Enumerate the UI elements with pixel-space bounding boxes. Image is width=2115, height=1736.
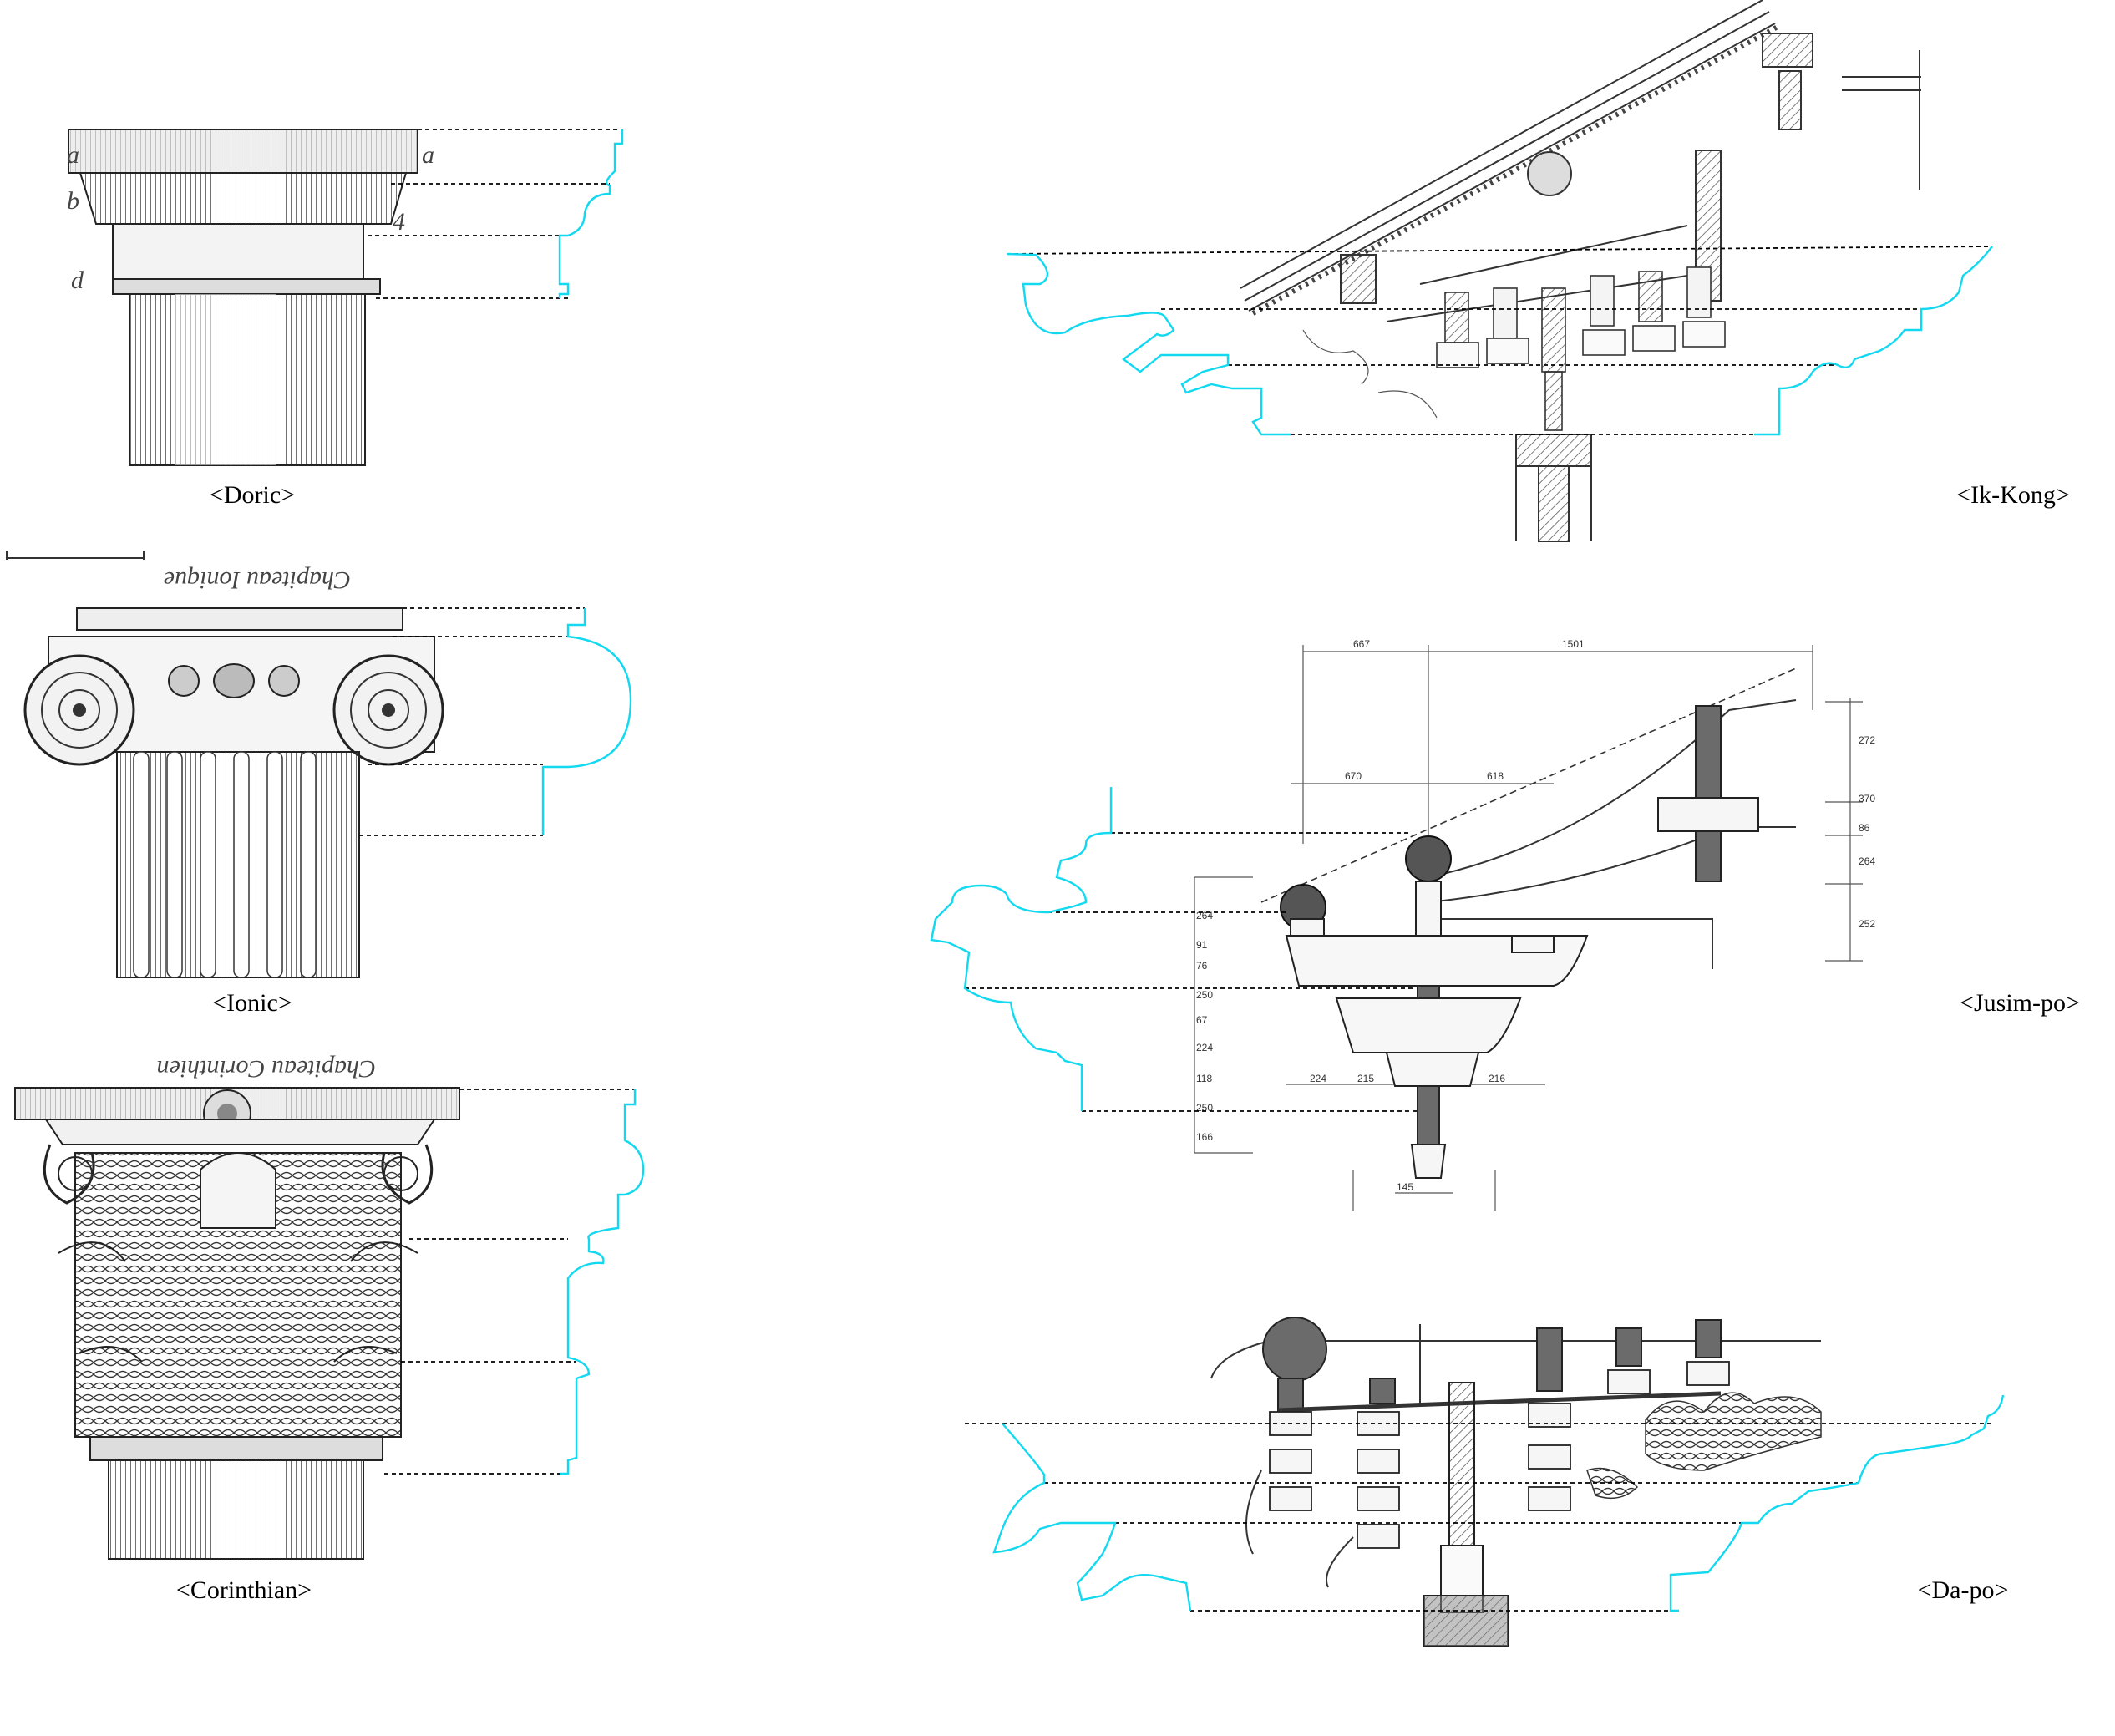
doric-panel: a b d a 4 [67,129,624,466]
jusim-po-bracket-drawing [1260,667,1797,1179]
dim-left-5: 67 [1196,1014,1208,1026]
ionic-capital-engraving [23,607,444,978]
caption-corinthian: <Corinthian> [176,1576,312,1604]
ik-kong-guide-lines [1006,246,1993,435]
ionic-moulding-profile [541,608,632,835]
jusim-po-guide-lines [965,832,1420,1112]
dim-bot-4: 145 [1397,1181,1413,1193]
corinthian-capital-engraving [14,1087,460,1560]
ik-kong-right-profile [1754,246,1993,436]
da-po-panel [965,1317,2005,1647]
dim-right-4: 264 [1859,855,1875,867]
dim-left-2: 91 [1196,939,1208,951]
dim-left-4: 250 [1196,989,1213,1001]
doric-guide-lines [368,129,622,299]
caption-doric: <Doric> [210,481,295,509]
caption-jusim-po: <Jusim-po> [1960,989,2080,1017]
ionic-scale-bar [6,551,145,560]
dim-left-8: 250 [1196,1102,1213,1114]
da-po-right-profile [1669,1394,2005,1612]
ionic-guide-lines [359,607,585,836]
doric-capital-engraving: a b d a 4 [67,129,434,466]
dim-bot-3: 216 [1489,1073,1505,1084]
dim-mid-1: 670 [1345,770,1362,782]
ionic-engraving-header: Chapiteau Ionique [164,566,351,594]
svg-text:a: a [422,141,434,169]
dim-bot-2: 215 [1357,1073,1374,1084]
jusim-po-panel: 667 1501 670 618 224 215 216 145 272 370… [930,638,1875,1211]
dim-right-5: 252 [1859,918,1875,930]
dim-right-1: 272 [1859,734,1875,746]
svg-text:b: b [67,187,79,215]
corinthian-engraving-header: Chapiteau Corinthien [157,1055,377,1083]
caption-da-po: <Da-po> [1918,1576,2009,1604]
corinthian-panel: Chapiteau Corinthien [14,1055,645,1560]
svg-text:d: d [71,266,84,294]
dim-top-1: 667 [1353,638,1370,650]
caption-ik-kong: <Ik-Kong> [1956,481,2069,509]
dim-top-2: 1501 [1562,638,1585,650]
ik-kong-roof-drawing [1240,0,1921,542]
dim-left-9: 166 [1196,1131,1213,1143]
dim-right-3: 86 [1859,822,1870,834]
da-po-left-profile [992,1423,1192,1612]
ionic-panel: Chapiteau Ionique [6,551,632,978]
corinthian-moulding-profile [560,1089,645,1475]
da-po-bracket-drawing [1210,1317,1822,1647]
svg-text:4: 4 [393,208,405,236]
dim-mid-2: 618 [1487,770,1504,782]
ik-kong-left-profile [1006,252,1291,436]
dim-left-6: 224 [1196,1042,1213,1053]
ik-kong-panel [1006,0,1993,542]
doric-moulding-profile [558,129,624,298]
svg-text:a: a [67,141,79,169]
dim-bot-1: 224 [1310,1073,1326,1084]
caption-ionic: <Ionic> [212,989,292,1017]
dim-right-2: 370 [1859,793,1875,805]
jusim-po-moulding-profile [930,787,1113,1111]
dim-left-3: 76 [1196,960,1208,972]
corinthian-guide-lines [384,1089,635,1475]
da-po-guide-lines [965,1423,1992,1612]
dim-left-7: 118 [1196,1073,1212,1084]
